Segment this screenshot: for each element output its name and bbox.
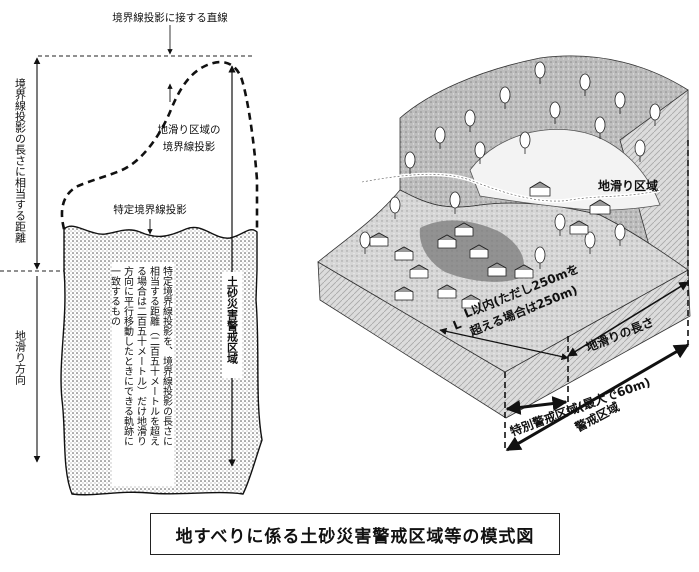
landslide-direction-label: 地滑り方向 (14, 330, 27, 385)
left-schematic: 境界線投影に接する直線 境界線投影の長さに相当する距離 地滑り方向 地滑り区域の… (0, 11, 263, 496)
warning-zone-vertical-label: 土砂災害警戒区域 (226, 275, 240, 365)
house-icon (461, 294, 481, 309)
house-icon (409, 264, 429, 279)
tree-icon (579, 73, 591, 96)
explanation-line: る場合は二百五十メートル）だけ地滑り (135, 266, 147, 446)
tree-icon (474, 141, 486, 164)
trees (359, 61, 661, 269)
explanation-line: 一致するもの (109, 266, 121, 326)
landslide-boundary-label-line1: 地滑り区域の (158, 123, 221, 136)
landslide-area-boundary (60, 60, 259, 232)
distance-label: 境界線投影の長さに相当する距離 (14, 77, 27, 244)
landslide-area-patch (469, 128, 661, 211)
tree-icon (554, 213, 566, 236)
explanation-line: 特定境界線投影を、境界線投影の長さに (161, 266, 173, 446)
explanation-text: 特定境界線投影を、境界線投影の長さに 相当する距離（二百五十メートルを超え る場… (109, 265, 173, 446)
house-icon (514, 264, 534, 279)
tree-icon (404, 151, 416, 174)
house-icon (394, 286, 414, 301)
house-icon (569, 220, 589, 235)
house-icon (529, 181, 551, 197)
tree-icon (594, 116, 606, 139)
tree-icon (449, 191, 461, 214)
house-icon (369, 232, 389, 247)
tree-icon (584, 231, 596, 254)
caption-box: 地すべりに係る土砂災害警戒区域等の模式図 (150, 513, 560, 555)
road-edge (361, 174, 661, 202)
warning-zone-label-bg (222, 272, 242, 378)
house-icon (437, 284, 457, 299)
tree-icon (614, 223, 626, 246)
landslide-boundary-label-line2: 境界線投影 (163, 140, 216, 153)
tree-icon (534, 61, 546, 84)
tree-icon (534, 246, 546, 269)
landslide-area-label: 地滑り区域 (598, 178, 658, 193)
explanation-line: 方向に平行移動したときにできる軌跡に (122, 265, 134, 446)
warning-zone-arrow (505, 343, 690, 452)
tree-icon (649, 103, 661, 126)
house-icon (469, 244, 489, 259)
tree-icon (614, 91, 626, 114)
specific-boundary-label: 特定境界線投影 (113, 203, 187, 216)
tree-icon (434, 126, 446, 149)
tree-icon (464, 109, 476, 132)
explanation-panel (112, 262, 174, 486)
tree-icon (634, 139, 646, 162)
tree-icon (549, 101, 561, 124)
top-tangent-line-label: 境界線投影に接する直線 (112, 11, 228, 24)
house-icon (589, 199, 611, 215)
house-icon (437, 234, 457, 249)
tree-icon (519, 131, 531, 154)
diagram-caption: 地すべりに係る土砂災害警戒区域等の模式図 (175, 526, 535, 547)
landslide-length-arrow (567, 281, 689, 357)
house-icon (454, 222, 474, 237)
houses (369, 181, 611, 309)
tree-icon (389, 196, 401, 219)
explanation-line: 相当する距離（二百五十メートルを超え (148, 265, 160, 446)
house-icon (487, 262, 507, 277)
tree-icon (499, 86, 511, 109)
house-icon (394, 246, 414, 261)
right-isometric-terrain: 地滑り区域 L L以内(ただし250mを 超える場合は250m) 地滑りの長さ … (317, 55, 691, 452)
